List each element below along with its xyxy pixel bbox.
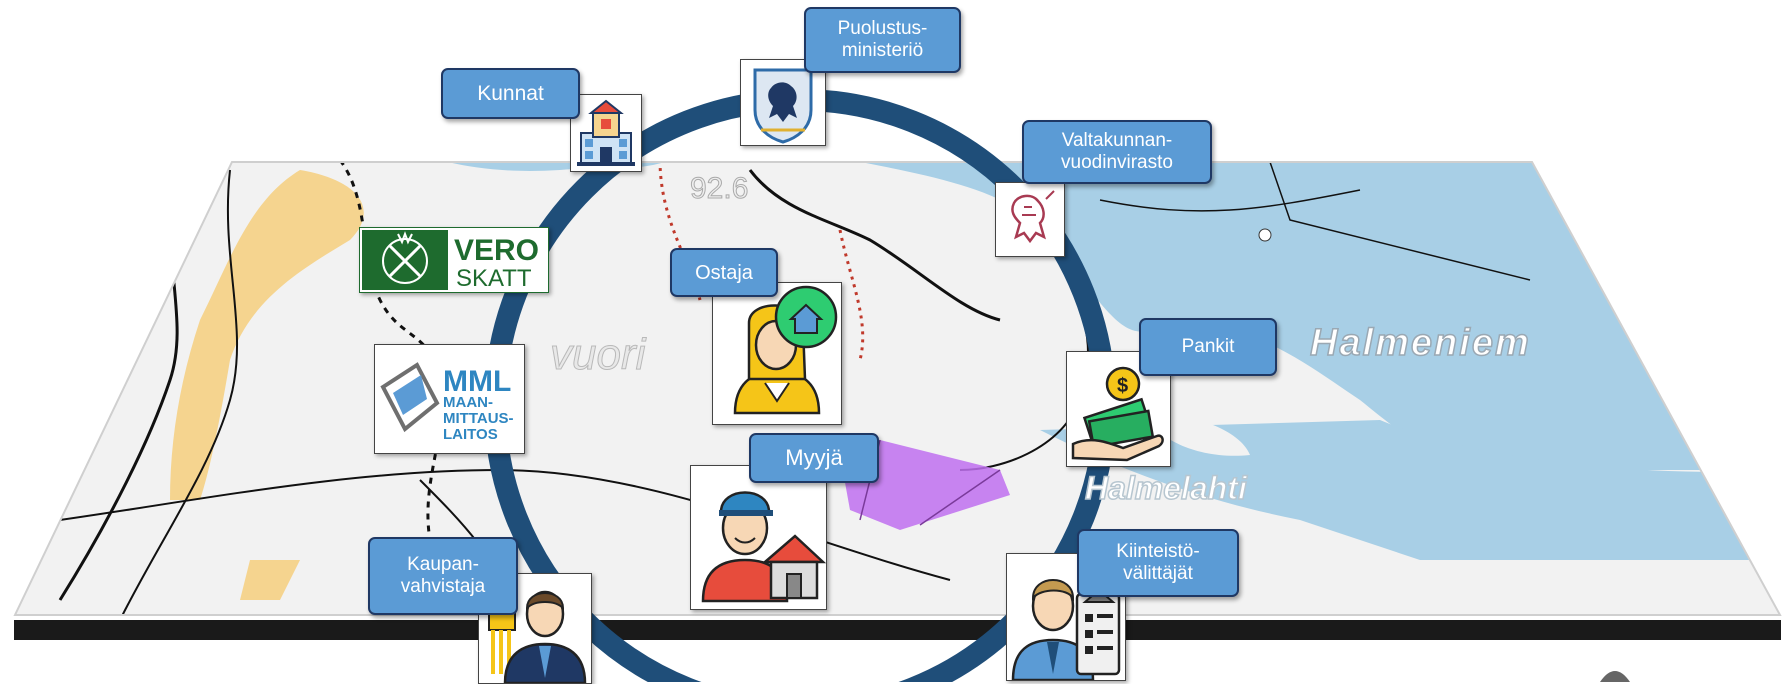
mml-logo: MML MAAN- MITTAUS- LAITOS xyxy=(374,344,525,454)
map-place-vuori: vuori xyxy=(549,330,646,380)
defence-ministry-logo xyxy=(740,59,826,146)
mml-line2: MAAN- xyxy=(443,394,493,411)
water-area xyxy=(380,162,760,171)
field-area xyxy=(170,170,364,500)
road xyxy=(119,169,239,615)
map-elevation: 92.6 xyxy=(689,172,749,206)
boundary xyxy=(1269,162,1531,281)
trail xyxy=(838,229,865,361)
label-valtakunnanvoudinvirasto: Valtakunnan- vuodinvirasto xyxy=(1022,120,1212,184)
label-myyja: Myyjä xyxy=(749,433,879,483)
lion-emblem-logo xyxy=(995,182,1065,257)
vero-line2: SKATT xyxy=(456,265,532,292)
city-hall-icon xyxy=(570,94,642,172)
label-pankit: Pankit xyxy=(1139,318,1277,376)
field-area xyxy=(240,560,300,600)
vero-line1: VERO xyxy=(454,234,539,267)
bank-money-icon: $ xyxy=(1066,351,1171,467)
mml-line4: LAITOS xyxy=(443,426,498,443)
mml-line1: MML xyxy=(443,365,511,398)
seller-icon xyxy=(690,465,827,610)
water-area xyxy=(1150,417,1250,456)
label-kiinteistovalittajat: Kiinteistö- välittäjät xyxy=(1077,529,1239,597)
vero-skatt-logo: VERO SKATT xyxy=(359,227,549,293)
label-kunnat: Kunnat xyxy=(441,68,580,119)
label-kaupanvahvistaja: Kaupan- vahvistaja xyxy=(368,537,518,615)
map-place-halmelahti: Halmelahti xyxy=(1084,469,1247,507)
property-parcel xyxy=(840,440,1010,530)
mml-line3: MITTAUS- xyxy=(443,410,514,427)
buyer-icon xyxy=(712,282,842,425)
map-place-halmeniemi: Halmeniem xyxy=(1309,321,1531,365)
road xyxy=(1099,189,1361,212)
label-puolustusministerio: Puolustus- ministeriö xyxy=(804,7,961,73)
svg-text:$: $ xyxy=(1117,375,1128,397)
road xyxy=(748,169,1001,322)
water-area xyxy=(760,162,1780,472)
label-ostaja: Ostaja xyxy=(670,248,778,297)
